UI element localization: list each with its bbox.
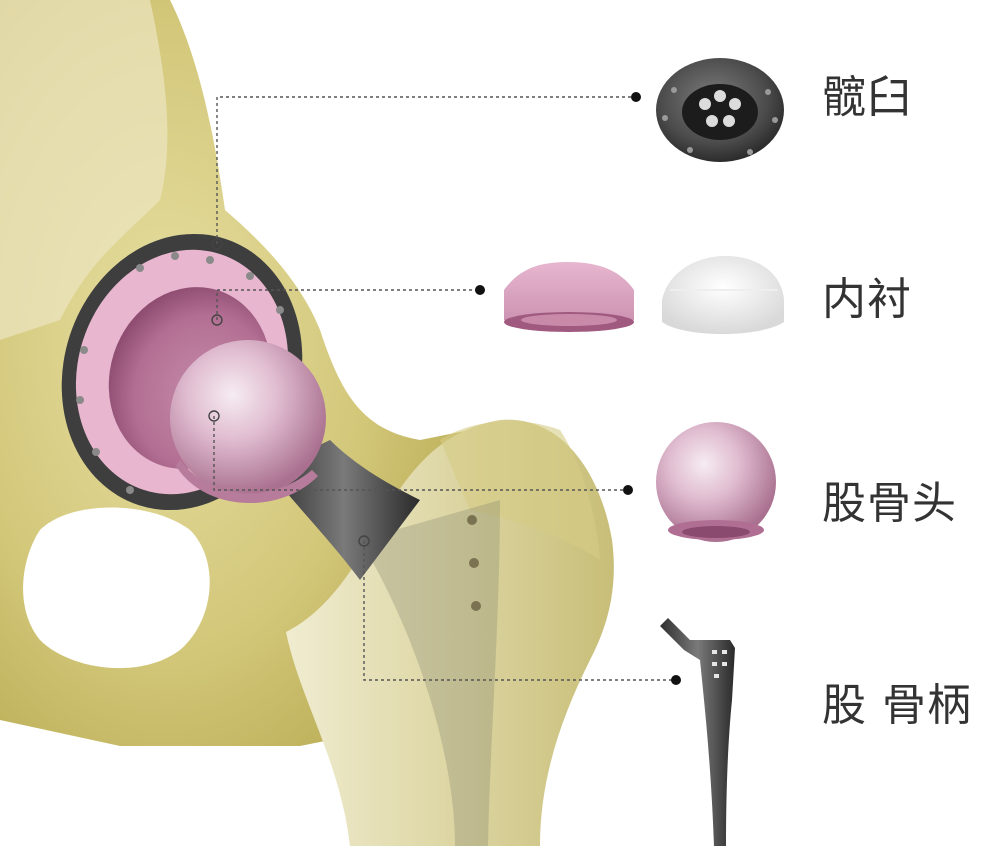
ceramic-ball-icon xyxy=(656,422,776,542)
porous-metal-cup-icon xyxy=(656,58,784,162)
leader-line-acetabulum xyxy=(216,96,636,244)
anchor-dot-stem xyxy=(358,535,370,547)
leader-dots xyxy=(208,92,681,685)
label-femoral-head: 股骨头 xyxy=(822,478,957,529)
end-dot-liner xyxy=(475,285,485,295)
label-liner: 内衬 xyxy=(822,274,912,325)
anchor-dot-acetabulum xyxy=(211,238,223,250)
label-acetabulum: 髋臼 xyxy=(822,72,912,123)
leader-line-liner xyxy=(216,289,480,320)
leader-line-head xyxy=(213,416,628,491)
ceramic-liner-icon xyxy=(504,262,634,332)
end-dot-head xyxy=(623,485,633,495)
leader-lines xyxy=(213,96,676,681)
end-dot-stem xyxy=(671,675,681,685)
anchor-dot-liner xyxy=(211,314,223,326)
end-dot-acetabulum xyxy=(631,92,641,102)
anchor-dot-head xyxy=(208,410,220,422)
polyethylene-liner-icon xyxy=(662,256,784,334)
metal-stem-icon xyxy=(660,618,735,846)
label-femoral-stem: 股 骨柄 xyxy=(822,680,972,731)
leader-line-stem xyxy=(363,541,676,681)
femur-bone xyxy=(286,419,614,846)
femoral-head-in-situ xyxy=(170,340,326,504)
